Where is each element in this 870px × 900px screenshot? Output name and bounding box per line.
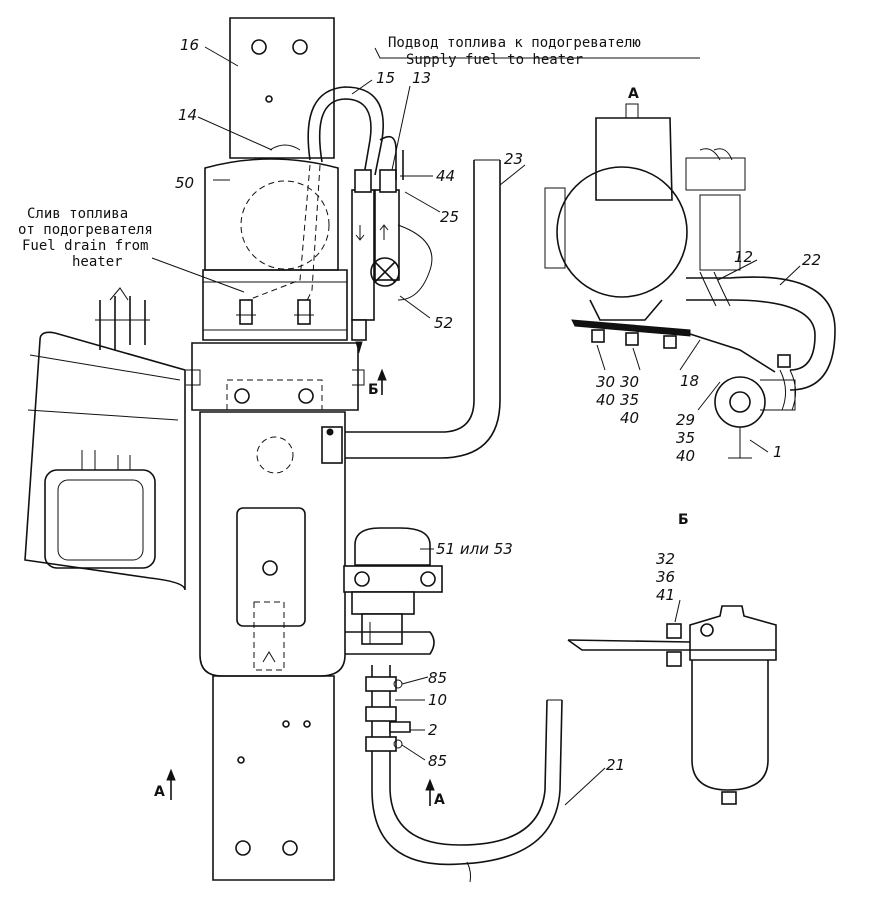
heater-upper-body [202,144,348,341]
callout-13: 13 [412,69,431,87]
caption-supply-ru: Подвод топлива к подогревателю [388,35,641,51]
callout-52: 52 [434,314,453,332]
callout-30-a: 30 [596,373,615,391]
callout-15: 15 [376,69,395,87]
callout-85-lower: 85 [428,752,447,770]
view-a-drawing [544,103,836,459]
caption-drain-ru-1: Слив топлива [27,206,128,222]
callout-14: 14 [178,106,197,124]
callout-12: 12 [734,248,753,266]
callout-30-b: 30 [620,373,639,391]
section-b-marker: Б [368,382,379,398]
callout-44: 44 [436,167,455,185]
exhaust-pipe-23 [321,159,501,464]
callout-16: 16 [180,36,199,54]
mounting-bracket-top [229,17,335,159]
heater-main-housing [186,342,365,677]
fuel-heater-unit-51 [343,527,443,655]
captions: Подвод топлива к подогревателю Supply fu… [18,35,641,270]
caption-supply-en: Supply fuel to heater [406,52,583,68]
callout-85-upper: 85 [428,669,447,687]
callout-36: 36 [656,568,675,586]
callout-18: 18 [680,372,699,390]
section-a-marker-left: А [154,784,165,800]
callout-32: 32 [656,550,675,568]
callout-1: 1 [773,443,783,461]
fuel-pump-assembly [351,135,433,354]
caption-drain-ru-2: от подогревателя [18,222,153,238]
callout-41: 41 [656,586,675,604]
exhaust-pipe-21 [371,699,563,883]
view-a-title: А [628,86,639,102]
callout-40-a: 40 [596,391,615,409]
section-markers [166,368,435,806]
callout-40-b: 40 [620,409,639,427]
callout-21: 21 [606,756,625,774]
callout-22: 22 [802,251,821,269]
callout-35-c: 35 [676,429,695,447]
fuel-drain-fittings [236,299,314,325]
leader-lines [151,46,801,806]
fuel-supply-pipe-loop [247,86,384,306]
callout-10: 10 [428,691,447,709]
fuel-hose-lower [365,665,411,790]
section-a-marker-right: А [434,792,445,808]
callout-50: 50 [175,174,194,192]
callout-40-c: 40 [676,447,695,465]
callout-29: 29 [676,411,695,429]
callout-35-b: 35 [620,391,639,409]
callout-23: 23 [504,150,523,168]
caption-drain-en-2: heater [72,254,123,270]
callout-2: 2 [428,721,438,739]
callout-51-or-53: 51 или 53 [436,540,513,558]
callout-25: 25 [440,208,459,226]
view-titles: А Б Б А А [154,86,689,808]
callout-numbers: 16 15 13 14 50 44 25 23 52 51 или 53 85 … [175,36,821,774]
mounting-bracket-bottom [212,675,335,881]
view-b-drawing [567,605,777,805]
caption-drain-en-1: Fuel drain from [22,238,148,254]
fuel-tank-left [24,287,186,591]
view-b-title: Б [678,512,689,528]
